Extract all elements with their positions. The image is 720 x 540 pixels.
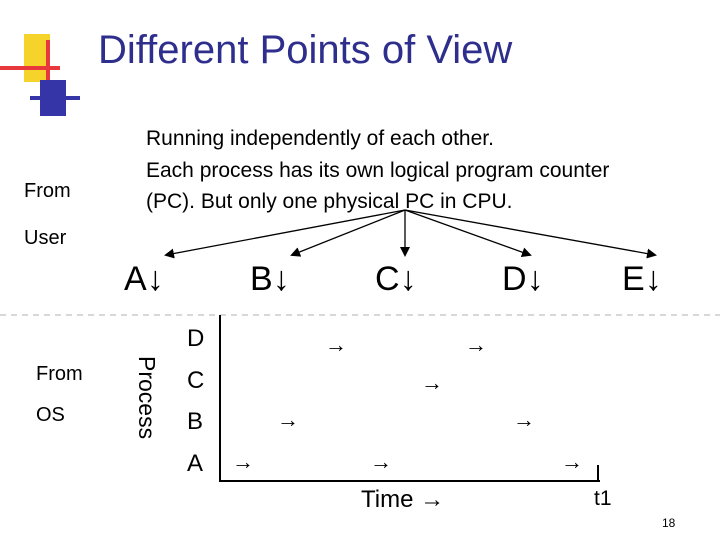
- down-arrow-icon: ↓: [399, 260, 417, 298]
- decor-bar-red: [0, 66, 60, 70]
- down-arrow-icon: ↓: [146, 260, 164, 298]
- slide-title: Different Points of View: [98, 28, 513, 72]
- down-arrow-icon: ↓: [526, 260, 544, 298]
- run-arrow-a-1: →: [232, 449, 254, 474]
- run-arrow-d-1: →: [325, 332, 347, 357]
- process-label-b: B↓: [250, 262, 290, 296]
- row-label-b: B: [187, 408, 204, 435]
- body-line-1: Running independently of each other.: [146, 127, 494, 150]
- process-axis-label: Process: [134, 356, 160, 440]
- connector-to-d: [404, 209, 532, 257]
- process-letter: C: [375, 260, 400, 298]
- down-arrow-icon: ↓: [644, 260, 662, 298]
- body-line-2: Each process has its own logical program…: [146, 159, 610, 182]
- process-letter: A: [124, 260, 147, 298]
- run-arrow-b-2: →: [513, 407, 535, 432]
- decor-bar-red-vertical: [46, 40, 50, 108]
- row-label-a: A: [187, 450, 204, 477]
- page-number: 18: [662, 516, 676, 530]
- down-arrow-icon: ↓: [272, 260, 290, 298]
- run-arrow-b-1: →: [277, 407, 299, 432]
- process-label-d: D↓: [502, 262, 544, 296]
- connector-to-a: [164, 209, 406, 259]
- process-letter: B: [250, 260, 273, 298]
- body-line-3: (PC). But only one physical PC in CPU.: [146, 190, 513, 213]
- os-label-line2: OS: [36, 404, 65, 426]
- os-label-line1: From: [36, 363, 83, 385]
- connector-to-e: [404, 209, 657, 259]
- row-label-c: C: [187, 367, 205, 394]
- run-arrow-d-2: →: [465, 332, 487, 357]
- connector-to-b: [290, 209, 406, 257]
- process-letter: E: [622, 260, 645, 298]
- decor-square-yellow: [24, 34, 50, 82]
- user-label-line1: From: [24, 180, 71, 202]
- process-label-e: E↓: [622, 262, 662, 296]
- run-arrow-a-2: →: [370, 449, 392, 474]
- right-arrow-icon: →: [420, 486, 445, 513]
- decor-bar-blue: [30, 96, 80, 100]
- run-arrow-a-3: →: [561, 449, 583, 474]
- user-label-line2: User: [24, 227, 67, 249]
- process-label-a: A↓: [124, 262, 164, 296]
- row-label-d: D: [187, 325, 205, 352]
- run-arrow-c-1: →: [421, 370, 443, 395]
- time-label-text: Time: [361, 486, 414, 513]
- process-letter: D: [502, 260, 527, 298]
- time-axis-label: Time →: [361, 488, 444, 512]
- t1-label: t1: [594, 487, 612, 510]
- process-label-c: C↓: [375, 262, 417, 296]
